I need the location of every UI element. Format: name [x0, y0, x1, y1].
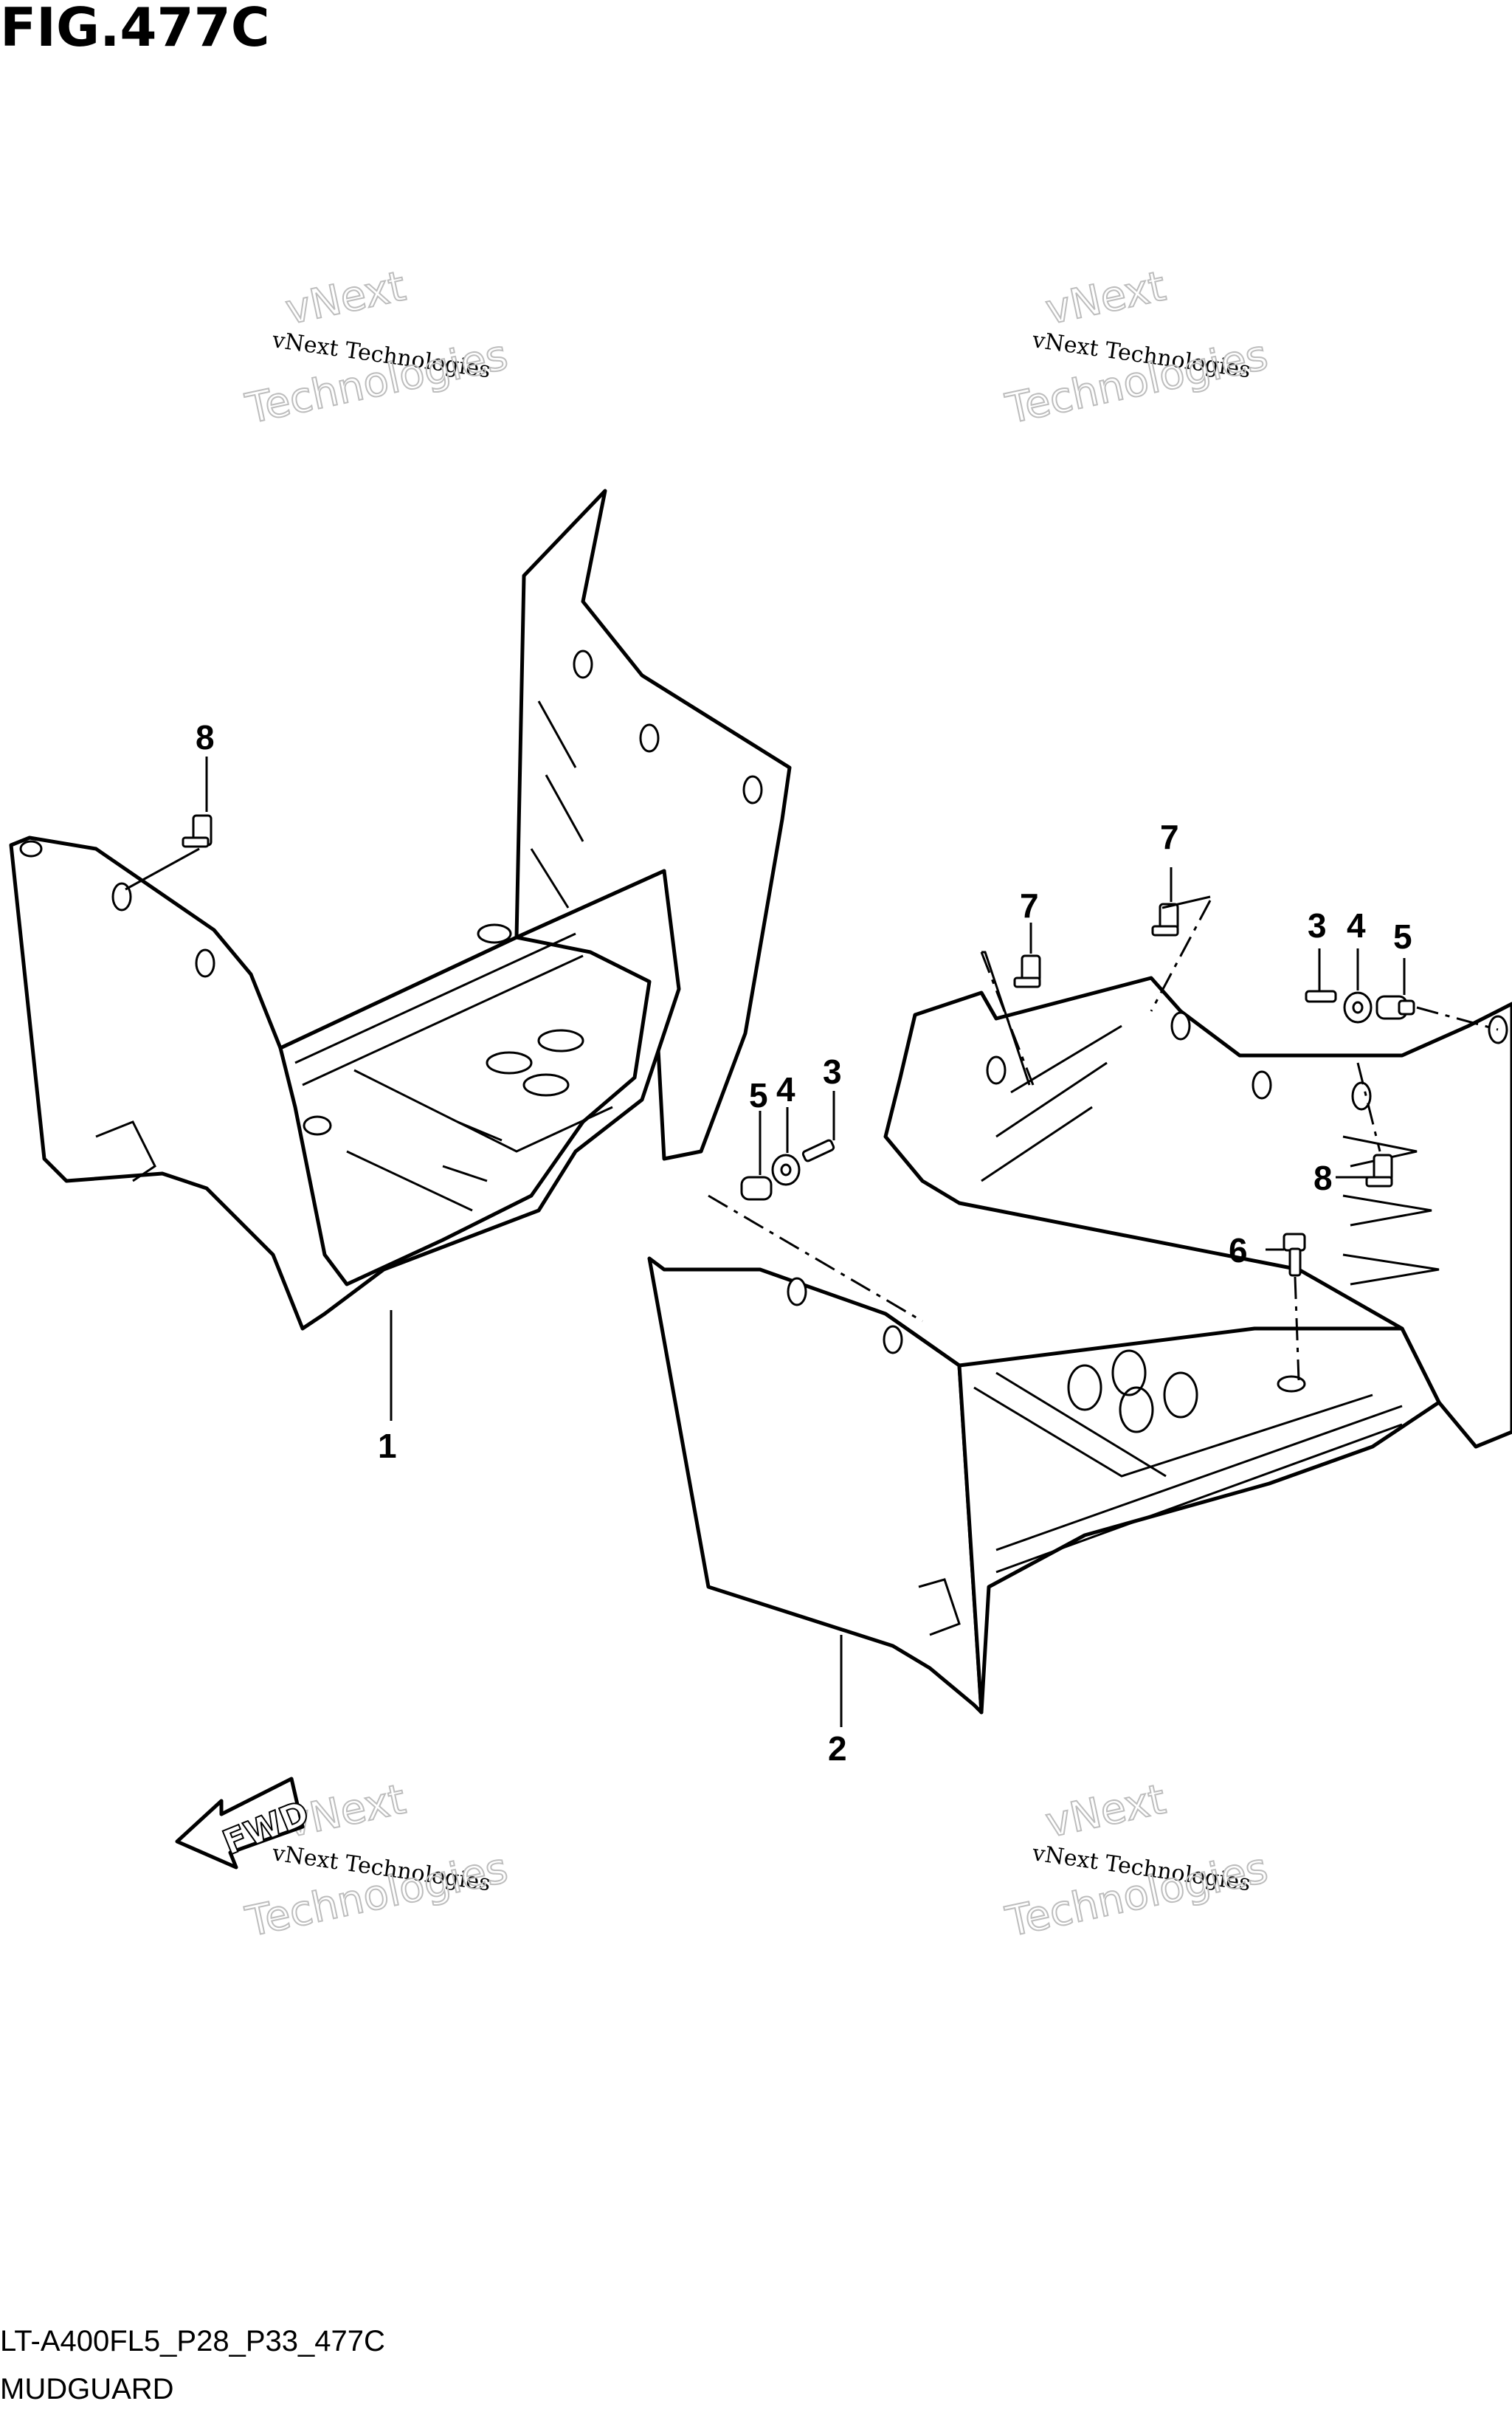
clip-7-left	[1013, 954, 1041, 988]
figure-code: LT-A400FL5_P28_P33_477C	[0, 2325, 385, 2357]
callout-4-right: 4	[1347, 906, 1366, 945]
watermark-top-right: vNext Technologies vNext Technologies	[1001, 261, 1272, 434]
callout-3-left: 3	[823, 1053, 842, 1091]
callout-7-right: 7	[1160, 818, 1179, 856]
watermark-bottom-right: vNext Technologies vNext Technologies	[1001, 1774, 1272, 1947]
callout-5-right: 5	[1393, 917, 1412, 956]
svg-text:vNext: vNext	[282, 262, 410, 334]
figure-caption: MUDGUARD	[0, 2373, 174, 2405]
collar-5-left	[740, 1176, 773, 1201]
callout-6: 6	[1229, 1231, 1248, 1269]
mudguard-left-part-1	[9, 489, 792, 1331]
clip-8-right	[1365, 1154, 1393, 1188]
washer-4-left	[771, 1154, 801, 1186]
callout-8-right: 8	[1313, 1159, 1333, 1197]
svg-text:vNext: vNext	[1042, 1775, 1170, 1847]
bolt-6	[1283, 1233, 1306, 1277]
svg-text:vNext: vNext	[1042, 262, 1170, 334]
figure-title: FIG.477C	[0, 0, 270, 58]
clip-7-right	[1151, 903, 1179, 937]
clip-8-left	[182, 814, 213, 848]
watermark-top-left: vNext Technologies vNext Technologies	[241, 261, 512, 434]
bolt-3-right	[1305, 990, 1337, 1003]
callout-3-right: 3	[1308, 906, 1327, 945]
callout-8-left: 8	[196, 718, 215, 757]
collar-5-right	[1375, 995, 1415, 1020]
callout-5-left: 5	[749, 1076, 768, 1115]
bolt-3-left	[801, 1139, 835, 1162]
callout-1: 1	[378, 1427, 397, 1465]
callout-2: 2	[828, 1729, 847, 1768]
callout-7-left: 7	[1020, 886, 1039, 925]
washer-4-right	[1343, 991, 1373, 1024]
callout-4-left: 4	[776, 1070, 795, 1109]
leader-lines	[125, 757, 1499, 1727]
mudguard-right-part-2	[647, 976, 1512, 1715]
